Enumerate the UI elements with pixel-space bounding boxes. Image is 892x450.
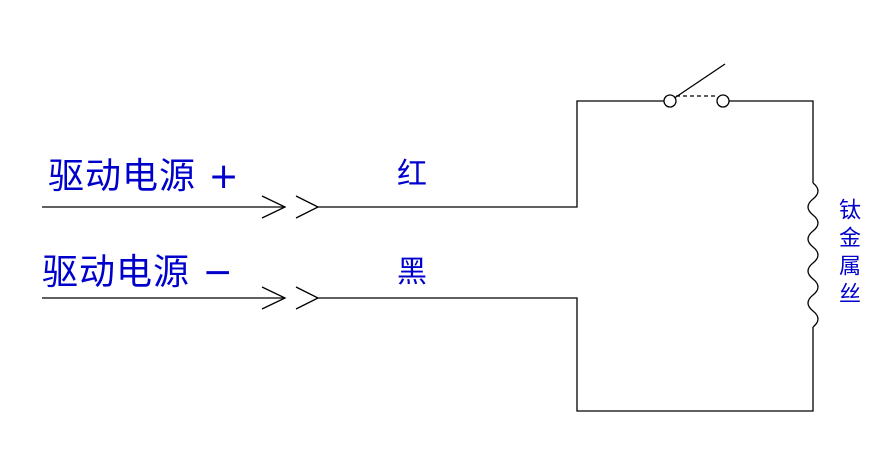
switch	[663, 63, 730, 108]
right-wire-top	[729, 100, 814, 183]
negative-input-arrow	[42, 286, 287, 310]
red-wire-label: 红	[397, 157, 427, 192]
black-wire-label: 黑	[397, 255, 427, 290]
right-wire-bottom	[318, 297, 814, 412]
titanium-wire-label: 钛金属丝	[835, 198, 860, 310]
positive-arrow-head	[261, 195, 287, 219]
negative-arrow-head	[261, 286, 287, 310]
titanium-coil	[807, 182, 819, 328]
positive-input-arrow	[42, 195, 287, 219]
positive-connector	[295, 195, 320, 219]
switch-contact-right	[716, 94, 730, 108]
power-negative-label: 驱动电源 −	[42, 252, 234, 293]
switch-contact-left	[663, 94, 677, 108]
power-positive-label: 驱动电源 +	[48, 156, 240, 197]
negative-connector	[295, 286, 320, 310]
red-wire	[318, 100, 668, 208]
switch-lever	[669, 63, 726, 102]
